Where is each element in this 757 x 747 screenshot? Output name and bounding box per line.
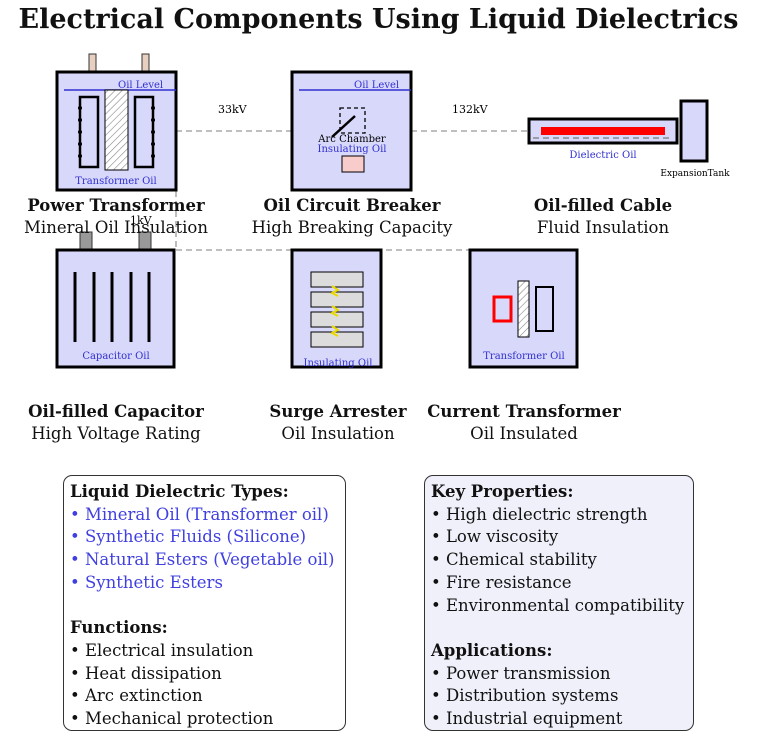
- transformer-oil-label: Transformer Oil: [75, 176, 156, 187]
- property-item: • Low viscosity: [431, 527, 559, 547]
- ct-oil-label: Transformer Oil: [483, 351, 564, 362]
- cable-conductor: [541, 127, 665, 135]
- properties-heading: Key Properties:: [431, 482, 574, 501]
- arrester-oil-label: Insulating Oil: [304, 358, 373, 369]
- power-transformer-symbol: Oil Level Transformer Oil: [55, 53, 178, 192]
- breaker-oil-level-label: Oil Level: [354, 80, 399, 91]
- key-properties-box: Key Properties: • High dielectric streng…: [424, 475, 694, 731]
- transformer-bushing-left: [88, 53, 97, 73]
- application-item: • Industrial equipment: [431, 709, 623, 729]
- label-132kv: 132kV: [452, 103, 489, 116]
- function-item: • Mechanical protection: [70, 709, 274, 729]
- applications-heading: Applications:: [431, 640, 553, 660]
- application-item: • Distribution systems: [431, 686, 619, 706]
- type-item: • Natural Esters (Vegetable oil): [70, 550, 335, 570]
- transformer-oil-level-label: Oil Level: [118, 80, 163, 91]
- breaker-contact-block: [341, 155, 365, 173]
- oil-filled-capacitor-sub: High Voltage Rating: [31, 424, 201, 443]
- oil-circuit-breaker-name: Oil Circuit Breaker: [263, 196, 441, 215]
- type-item: • Mineral Oil (Transformer oil): [70, 504, 329, 524]
- surge-arrester-name: Surge Arrester: [269, 402, 407, 421]
- property-item: • Chemical stability: [431, 550, 597, 570]
- transformer-core: [104, 89, 129, 171]
- surge-arrester-sub: Oil Insulation: [281, 424, 395, 443]
- current-transformer-sub: Oil Insulated: [470, 424, 578, 443]
- oil-filled-capacitor-name: Oil-filled Capacitor: [28, 402, 204, 421]
- function-item: • Electrical insulation: [70, 640, 254, 660]
- caption-oil-filled-capacitor: Oil-filled Capacitor High Voltage Rating: [6, 401, 226, 445]
- arrester-spark-gaps: [329, 285, 340, 337]
- ct-primary-conductor: [492, 295, 513, 323]
- caption-oil-circuit-breaker: Oil Circuit Breaker High Breaking Capaci…: [242, 195, 462, 239]
- capacitor-plates: [73, 272, 151, 342]
- surge-arrester-symbol: Insulating Oil: [290, 248, 383, 369]
- power-transformer-sub: Mineral Oil Insulation: [24, 218, 208, 237]
- type-item: • Synthetic Fluids (Silicone): [70, 527, 307, 547]
- arc-chamber-label: Arc Chamber: [317, 134, 386, 145]
- ct-secondary-winding: [535, 286, 554, 332]
- caption-current-transformer: Current Transformer Oil Insulated: [414, 401, 634, 445]
- property-item: • Environmental compatibility: [431, 595, 685, 615]
- transformer-coil-turns: [78, 106, 155, 158]
- oil-filled-cable-sub: Fluid Insulation: [536, 218, 670, 237]
- page-title: Electrical Components Using Liquid Diele…: [18, 4, 739, 35]
- transformer-bushing-right: [141, 53, 150, 73]
- oil-circuit-breaker-sub: High Breaking Capacity: [251, 218, 453, 237]
- property-item: • Fire resistance: [431, 572, 572, 592]
- caption-surge-arrester: Surge Arrester Oil Insulation: [228, 401, 448, 445]
- types-heading: Liquid Dielectric Types:: [70, 482, 289, 501]
- capacitor-oil-label: Capacitor Oil: [82, 351, 149, 362]
- ct-core: [517, 280, 530, 338]
- function-item: • Arc extinction: [70, 686, 203, 706]
- dielectric-types-box: Liquid Dielectric Types: • Mineral Oil (…: [63, 475, 346, 731]
- components-diagram: 33kV 132kV 1kV Oil Level Transformer Oil…: [55, 53, 730, 369]
- functions-heading: Functions:: [70, 618, 168, 638]
- oil-filled-cable-name: Oil-filled Cable: [533, 196, 673, 215]
- power-transformer-name: Power Transformer: [27, 196, 205, 215]
- arrester-blocks: [310, 271, 364, 348]
- breaker-contact-blade: [331, 115, 356, 138]
- expansion-tank-label: ExpansionTank: [660, 169, 730, 179]
- type-item: • Synthetic Esters: [70, 572, 223, 592]
- application-item: • Power transmission: [431, 663, 611, 683]
- oil-filled-cable-symbol: Dielectric Oil ExpansionTank: [527, 99, 730, 179]
- caption-power-transformer: Power Transformer Mineral Oil Insulation: [6, 195, 226, 239]
- caption-oil-filled-cable: Oil-filled Cable Fluid Insulation: [493, 195, 713, 239]
- connection-lines: [175, 130, 528, 251]
- oil-circuit-breaker-symbol: Oil Level Arc Chamber Insulating Oil: [290, 70, 413, 192]
- expansion-tank: [679, 99, 709, 163]
- current-transformer-symbol: Transformer Oil: [468, 248, 579, 369]
- arc-chamber-outline: [339, 107, 366, 134]
- cable-oil-label: Dielectric Oil: [569, 150, 636, 161]
- oil-filled-capacitor-symbol: Capacitor Oil: [55, 231, 176, 369]
- function-item: • Heat dissipation: [70, 663, 222, 683]
- property-item: • High dielectric strength: [431, 504, 648, 524]
- current-transformer-name: Current Transformer: [427, 402, 621, 421]
- breaker-oil-label: Insulating Oil: [318, 144, 387, 155]
- label-1kv: 1kV: [130, 214, 153, 227]
- label-33kv: 33kV: [218, 103, 248, 116]
